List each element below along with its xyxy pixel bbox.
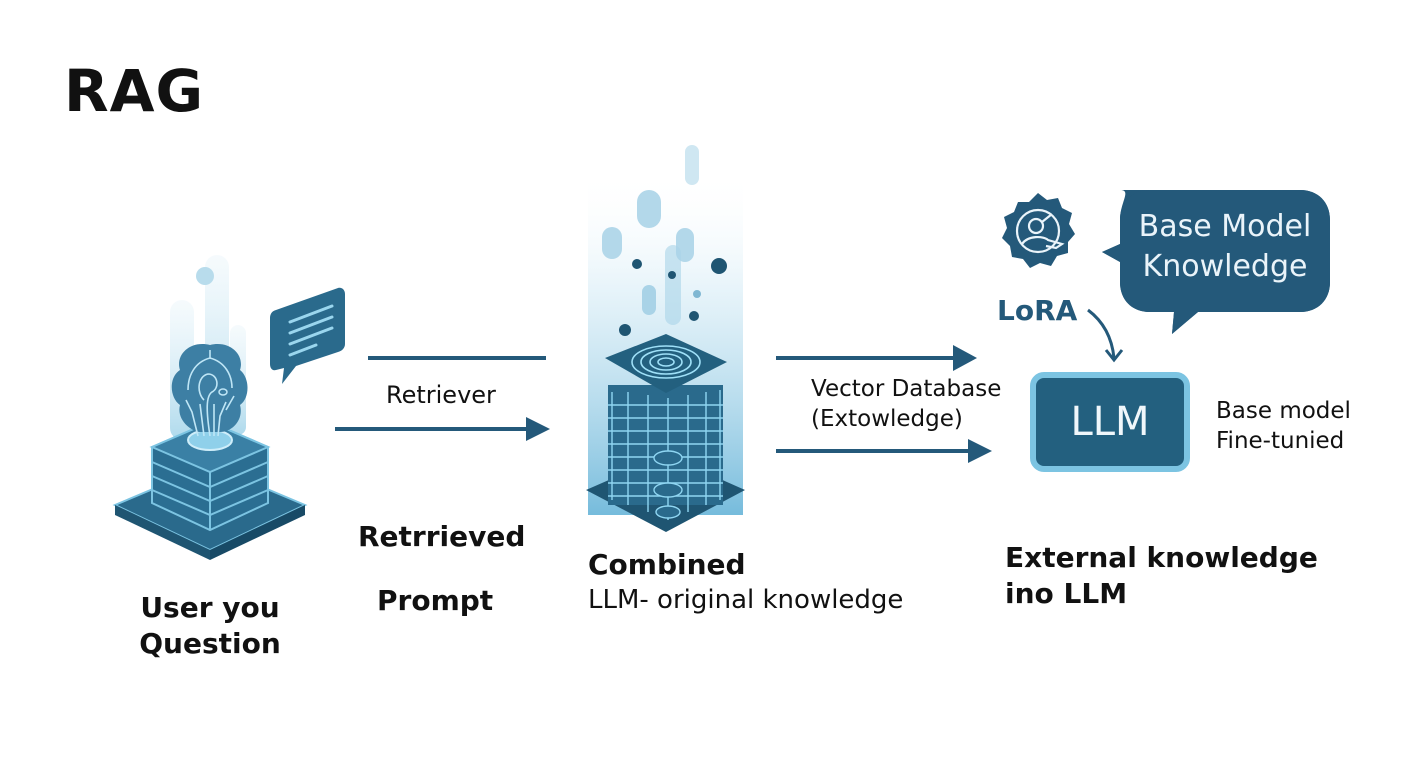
bubble-line1: Base Model <box>1138 209 1312 244</box>
vector-db-line1: Vector Database <box>811 376 1002 402</box>
side-line1: Base model <box>1216 398 1351 424</box>
vector-db-arrow-top <box>776 345 977 371</box>
external-line1: External knowledge <box>1005 541 1318 574</box>
lora-badge-icon <box>1002 193 1075 268</box>
base-model-knowledge-text: Base Model Knowledge <box>1122 207 1328 287</box>
vector-db-line2: (Extowledge) <box>811 406 963 432</box>
llm-label: LLM <box>1070 399 1150 445</box>
retriever-label: Retriever <box>386 381 496 409</box>
retrieved-label: Retrrieved <box>358 520 526 553</box>
data-tower-icon <box>586 145 745 532</box>
brain-circuit-server-icon <box>112 255 308 560</box>
vector-db-arrow-bottom <box>776 439 992 463</box>
diagram-title: RAG <box>64 57 205 125</box>
original-knowledge-label: LLM- original knowledge <box>588 585 904 615</box>
user-question-label: User you Question <box>110 590 310 662</box>
bubble-line2: Knowledge <box>1142 249 1308 284</box>
llm-box: LLM <box>1030 372 1190 472</box>
external-knowledge-label: External knowledge ino LLM <box>1005 540 1318 612</box>
base-model-finetuned-label: Base model Fine-tunied <box>1216 396 1351 456</box>
speech-bubble-icon <box>270 287 345 384</box>
lora-label: LoRA <box>997 294 1078 327</box>
lora-to-llm-arrow <box>1087 308 1124 363</box>
user-label-line1: User you <box>140 591 280 624</box>
vector-database-label: Vector Database (Extowledge) <box>811 374 1001 434</box>
prompt-label: Prompt <box>377 584 494 617</box>
side-line2: Fine-tunied <box>1216 428 1345 454</box>
combined-label: Combined <box>588 548 746 581</box>
external-line2: ino LLM <box>1005 577 1128 610</box>
retriever-arrow <box>335 417 550 441</box>
user-label-line2: Question <box>139 627 281 660</box>
